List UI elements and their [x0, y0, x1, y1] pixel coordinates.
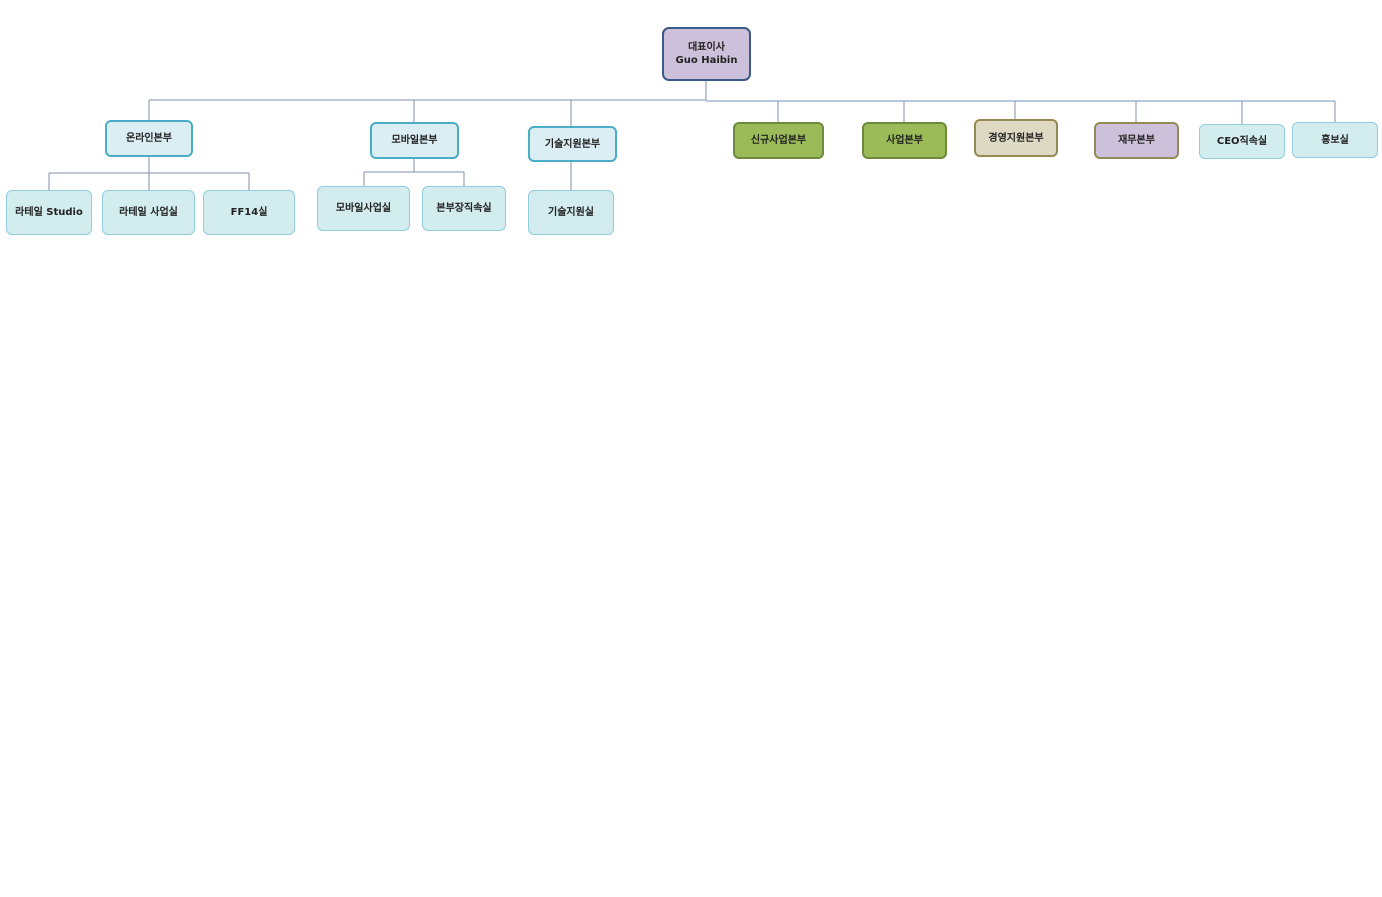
node-management-support-division: 경영지원본부: [974, 119, 1058, 157]
node-label: 모바일본부: [391, 135, 438, 146]
node-label: 사업본부: [886, 135, 923, 146]
node-finance-division: 재무본부: [1094, 122, 1179, 159]
node-tech-support-office: 기술지원실: [528, 190, 614, 235]
node-mobile-division: 모바일본부: [370, 122, 459, 159]
ceo-name: Guo Haibin: [675, 55, 738, 66]
node-tech-support-division: 기술지원본부: [528, 126, 617, 162]
node-label: CEO직속실: [1216, 136, 1268, 147]
node-label: 라테일 사업실: [119, 207, 178, 218]
node-new-business-division: 신규사업본부: [733, 122, 824, 159]
node-label: 홍보실: [1321, 134, 1349, 146]
node-ceo-office: CEO직속실: [1199, 124, 1285, 159]
node-label: 모바일사업실: [335, 203, 392, 214]
node-label: 재무본부: [1118, 135, 1155, 146]
node-label: 신규사업본부: [750, 135, 807, 146]
node-business-division: 사업본부: [862, 122, 947, 159]
node-pr-office: 홍보실: [1292, 122, 1378, 158]
node-label: 온라인본부: [126, 133, 172, 144]
node-label: 기술지원실: [548, 207, 594, 218]
node-label: 라테일 Studio: [15, 207, 83, 218]
node-label: FF14실: [230, 207, 268, 218]
node-online-division: 온라인본부: [105, 120, 193, 157]
node-label: 경영지원본부: [988, 132, 1044, 144]
node-latale-business: 라테일 사업실: [102, 190, 195, 235]
node-label: 기술지원본부: [544, 138, 601, 150]
node-latale-studio: 라테일 Studio: [6, 190, 92, 235]
node-mobile-business: 모바일사업실: [317, 186, 410, 231]
node-ff14: FF14실: [203, 190, 295, 235]
node-ceo: 대표이사 Guo Haibin: [662, 27, 751, 81]
node-division-head-office: 본부장직속실: [422, 186, 506, 231]
node-label: 본부장직속실: [436, 203, 492, 214]
ceo-title: 대표이사: [688, 42, 725, 53]
